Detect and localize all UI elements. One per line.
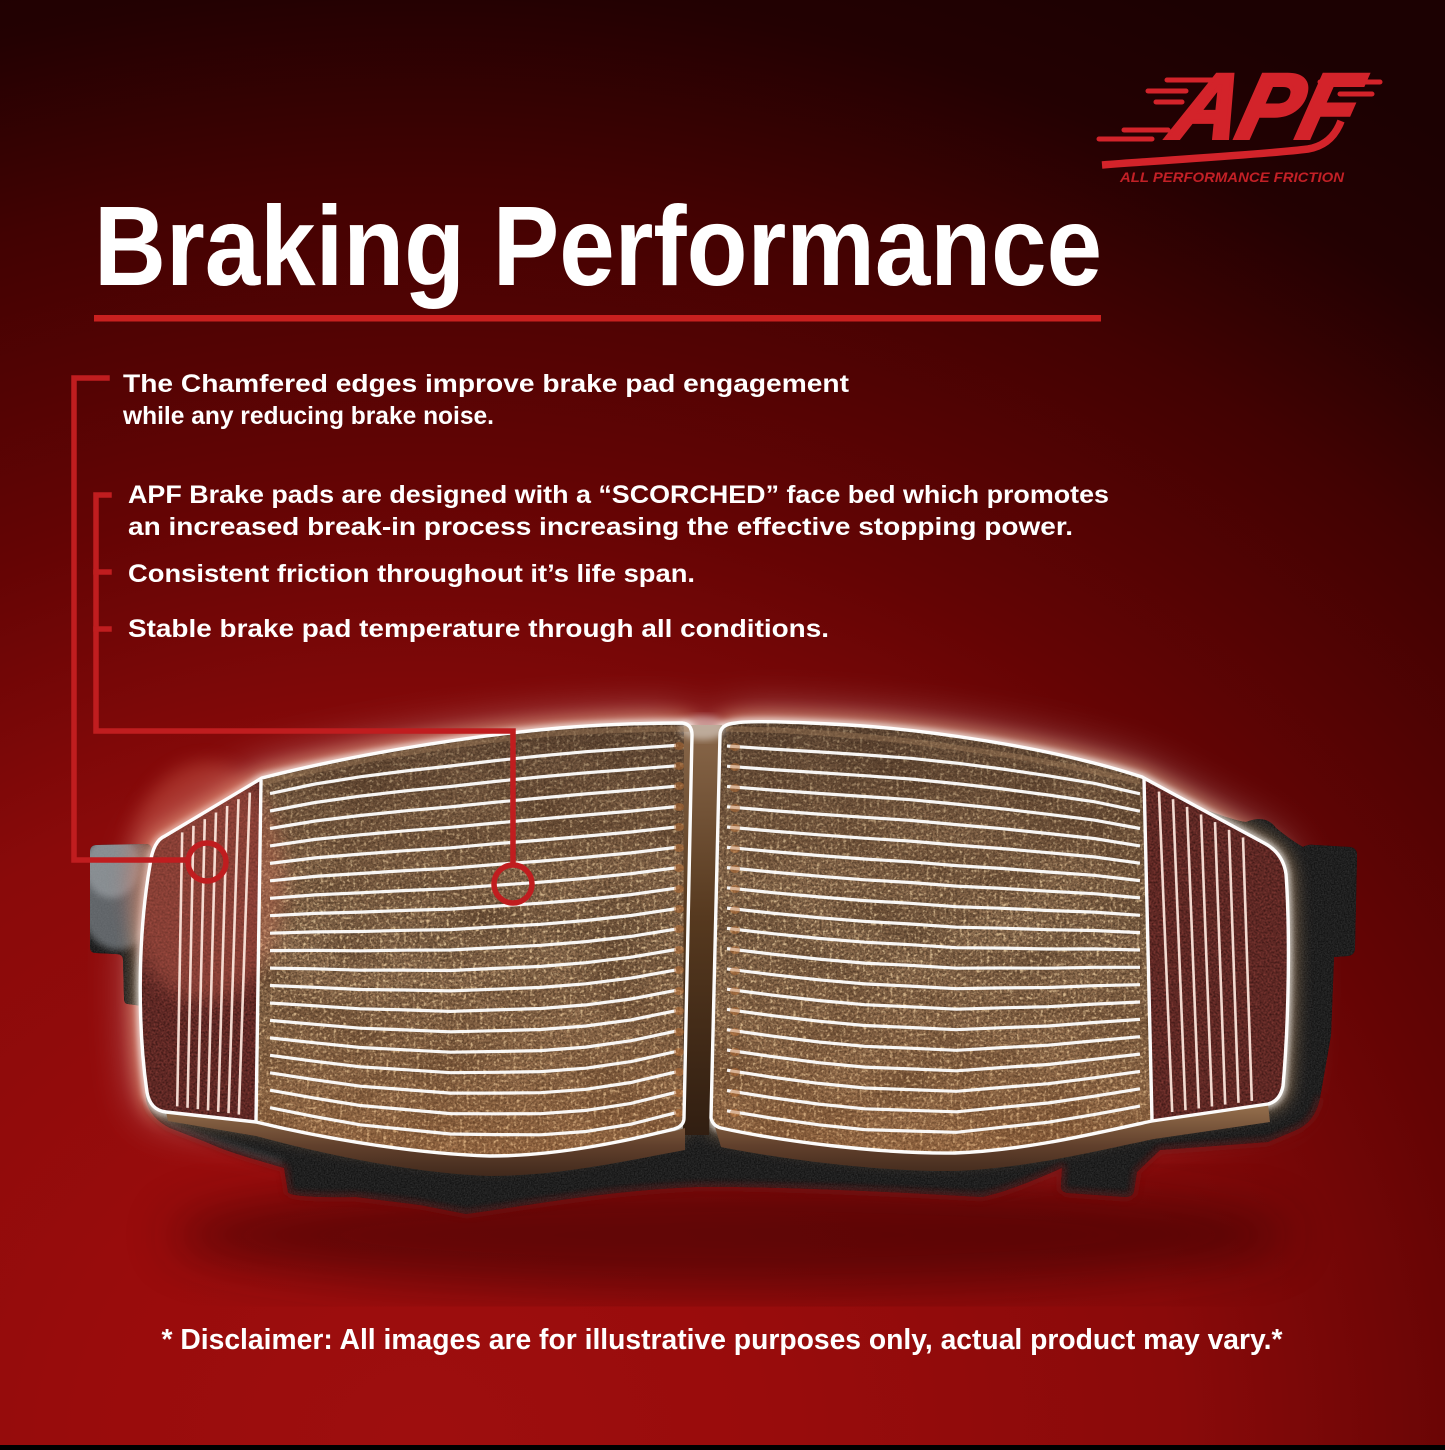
svg-text:The Chamfered edges improve br: The Chamfered edges improve brake pad en… — [123, 370, 850, 398]
svg-text:* Disclaimer: All images are f: * Disclaimer: All images are for illustr… — [162, 1324, 1284, 1356]
svg-text:APF Brake pads are designed wi: APF Brake pads are designed with a “SCOR… — [128, 481, 1109, 509]
svg-text:Consistent friction throughout: Consistent friction throughout it’s life… — [128, 560, 695, 588]
svg-text:Braking Performance: Braking Performance — [94, 183, 1102, 309]
svg-text:ALL PERFORMANCE FRICTION: ALL PERFORMANCE FRICTION — [1119, 169, 1345, 185]
svg-text:an increased break-in process: an increased break-in process increasing… — [128, 513, 1073, 541]
svg-text:Stable brake pad temperature t: Stable brake pad temperature through all… — [128, 615, 829, 643]
svg-text:APF: APF — [1161, 54, 1374, 157]
svg-text:while any reducing brake noise: while any reducing brake noise. — [122, 402, 494, 430]
